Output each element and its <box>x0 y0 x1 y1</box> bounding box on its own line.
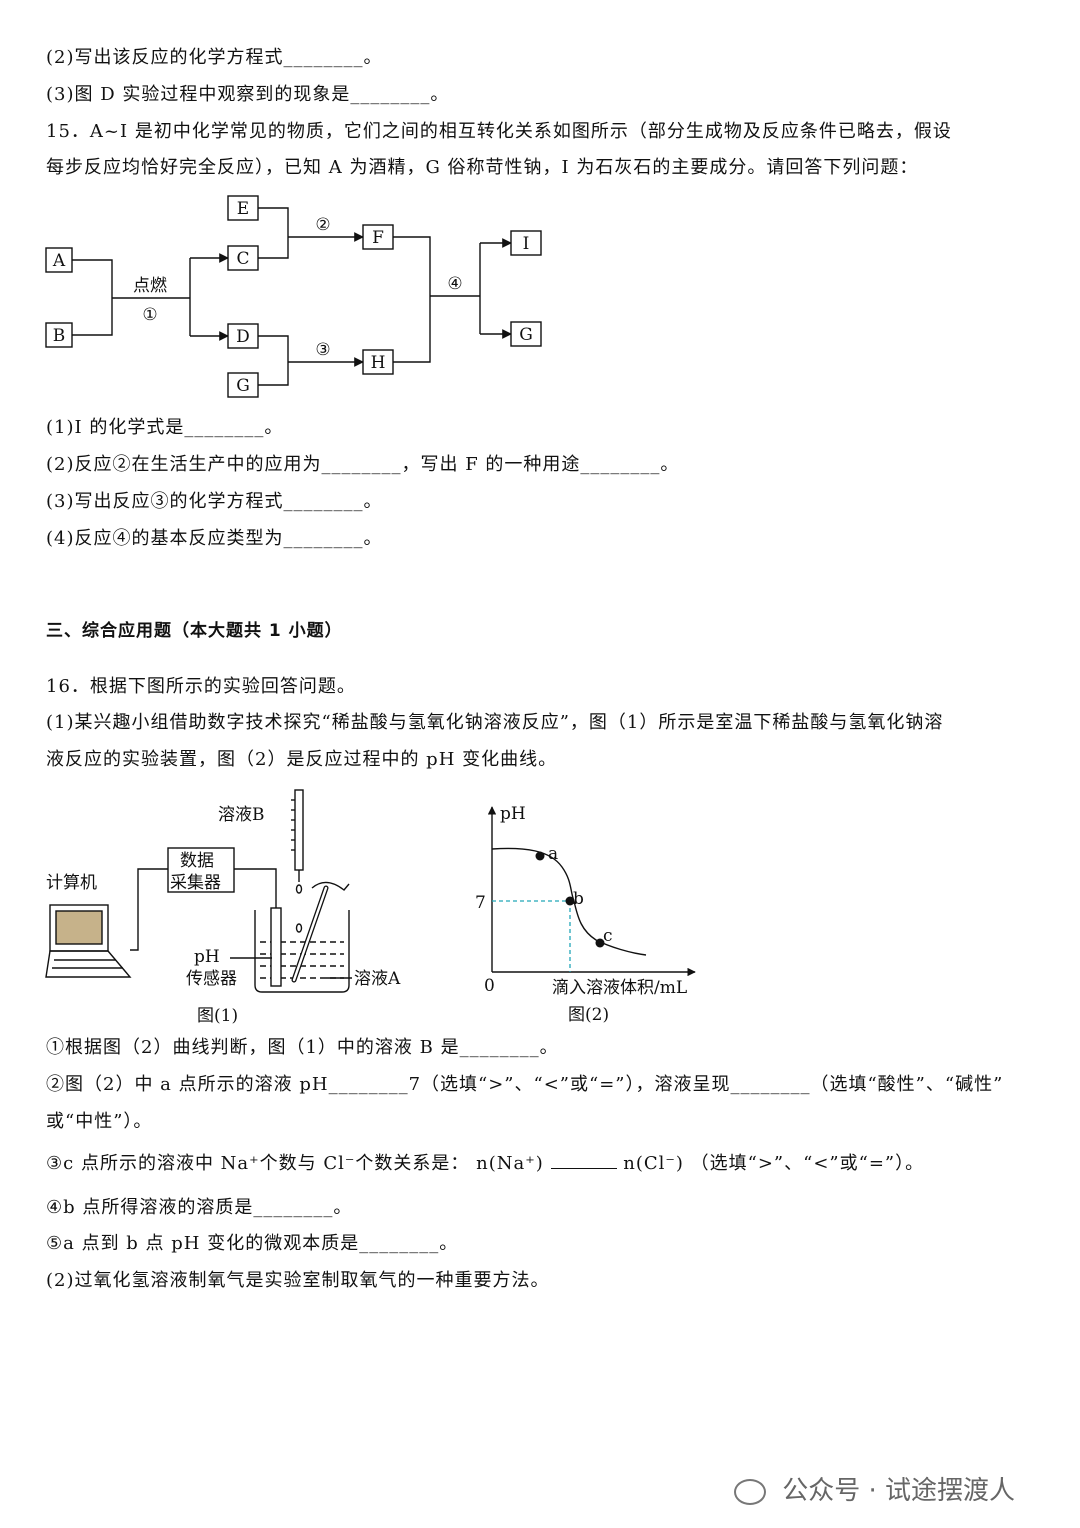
reaction-label-3: ③ <box>315 340 330 360</box>
origin-label: 0 <box>484 976 495 996</box>
q14-line-2: (2)写出该反应的化学方程式________。 <box>46 47 383 68</box>
x-axis-label: 滴入溶液体积/mL <box>552 978 687 998</box>
burette <box>294 789 304 871</box>
ph-probe <box>270 907 282 987</box>
figure-1-apparatus: 计算机 数据 采集器 溶液B pH 传感器 溶液A 图(1) <box>45 789 401 1026</box>
point-b-label: b <box>573 889 584 909</box>
collector-label-1: 数据 <box>180 851 214 871</box>
data-collector-box <box>167 847 235 893</box>
box-label: G <box>519 325 533 345</box>
q15-sub-4: (4)反应④的基本反应类型为________。 <box>46 528 383 549</box>
point-c-label: c <box>603 926 613 946</box>
box-label: E <box>237 199 249 219</box>
q16-part1-line-1: (1)某兴趣小组借助数字技术探究“稀盐酸与氢氧化钠溶液反应”，图（1）所示是室温… <box>46 712 944 733</box>
figure-2-caption: 图(2) <box>568 1005 609 1025</box>
point-a <box>535 851 545 861</box>
box-label: I <box>523 234 530 254</box>
q16-sub-3: ③c 点所示的溶液中 Na⁺个数与 Cl⁻个数关系是： n(Na⁺) n(Cl⁻… <box>46 1152 924 1176</box>
q15-sub-3: (3)写出反应③的化学方程式________。 <box>46 491 383 512</box>
q16-sub-4: ④b 点所得溶液的溶质是________。 <box>46 1197 353 1218</box>
q16-sub-3-text: ③c 点所示的溶液中 Na⁺个数与 Cl⁻个数关系是： <box>46 1153 470 1174</box>
q16-part1-line-2: 液反应的实验装置，图（2）是反应过程中的 pH 变化曲线。 <box>46 749 558 770</box>
watermark-text: 公众号 · 试途摆渡人 <box>782 1476 1016 1506</box>
n-chloride: n(Cl⁻) <box>623 1153 684 1174</box>
box-g-left <box>227 372 259 398</box>
box-d <box>227 323 259 349</box>
box-e <box>227 195 259 221</box>
box-label: C <box>236 249 249 269</box>
ph-label: pH <box>194 947 220 967</box>
n-sodium: n(Na⁺) <box>476 1153 544 1174</box>
q15-sub-2: (2)反应②在生活生产中的应用为________，写出 F 的一种用途_____… <box>46 454 680 475</box>
beaker <box>254 910 350 993</box>
laptop-keyboard <box>45 950 132 978</box>
q15-flow-diagram: A B E C D G F H I G 点燃 ① ② ③ ④ <box>45 195 542 398</box>
reaction-label-4: ④ <box>447 274 462 294</box>
q16-sub-5: ⑤a 点到 b 点 pH 变化的微观本质是________。 <box>46 1233 459 1254</box>
box-label: A <box>52 251 66 271</box>
answer-blank <box>550 1152 617 1169</box>
collector-label-2: 采集器 <box>170 873 221 893</box>
q14-line-3: (3)图 D 实验过程中观察到的现象是________。 <box>46 84 450 105</box>
figure-1-caption: 图(1) <box>197 1006 238 1026</box>
q16-sub-2-line-2: 或“中性”）。 <box>46 1111 153 1132</box>
q15-stem-line-2: 每步反应均恰好完全反应），已知 A 为酒精，G 俗称苛性钠，I 为石灰石的主要成… <box>46 157 919 178</box>
box-a <box>45 247 73 273</box>
point-a-label: a <box>548 844 558 864</box>
box-c <box>227 245 259 271</box>
point-b <box>565 896 575 906</box>
box-label: B <box>53 326 66 346</box>
reaction-label-2: ② <box>315 215 330 235</box>
q15-sub-1: (1)I 的化学式是________。 <box>46 417 284 438</box>
y-axis-label: pH <box>500 804 526 824</box>
sensor-label: 传感器 <box>186 969 237 989</box>
box-label: H <box>371 353 386 373</box>
point-c <box>595 938 605 948</box>
box-label: F <box>372 228 384 248</box>
reaction-label-1: ① <box>142 305 157 325</box>
q16-sub-2-line-1: ②图（2）中 a 点所示的溶液 pH________7（选填“>”、“<”或“=… <box>46 1074 1004 1095</box>
q16-part-2: (2)过氧化氢溶液制氧气是实验室制取氧气的一种重要方法。 <box>46 1270 550 1291</box>
box-label: D <box>236 327 250 347</box>
box-h <box>362 349 394 375</box>
solution-b-label: 溶液B <box>218 805 265 825</box>
box-label: G <box>236 376 250 396</box>
figure-2-ph-chart: pH 7 0 滴入溶液体积/mL a b c 图(2) <box>475 804 696 1025</box>
box-b <box>45 322 73 348</box>
box-i <box>510 230 542 256</box>
watermark: 公众号 · 试途摆渡人 <box>734 1470 1015 1507</box>
box-g-right <box>510 321 542 347</box>
q15-stem-line-1: 15．A~I 是初中化学常见的物质，它们之间的相互转化关系如图所示（部分生成物及… <box>46 121 952 142</box>
solution-a-label: 溶液A <box>354 969 401 989</box>
condition-label: 点燃 <box>133 276 167 296</box>
computer-label: 计算机 <box>46 873 97 893</box>
wechat-icon <box>734 1478 766 1505</box>
box-f <box>362 224 394 250</box>
q16-sub-1: ①根据图（2）曲线判断，图（1）中的溶液 B 是________。 <box>46 1037 559 1058</box>
y-tick-7: 7 <box>475 893 486 913</box>
section-heading: 三、综合应用题（本大题共 1 小题） <box>46 621 343 641</box>
q16-sub-3-hint: （选填“>”、“<”或“=”）。 <box>690 1153 925 1174</box>
q16-stem: 16．根据下图所示的实验回答问题。 <box>46 676 356 697</box>
